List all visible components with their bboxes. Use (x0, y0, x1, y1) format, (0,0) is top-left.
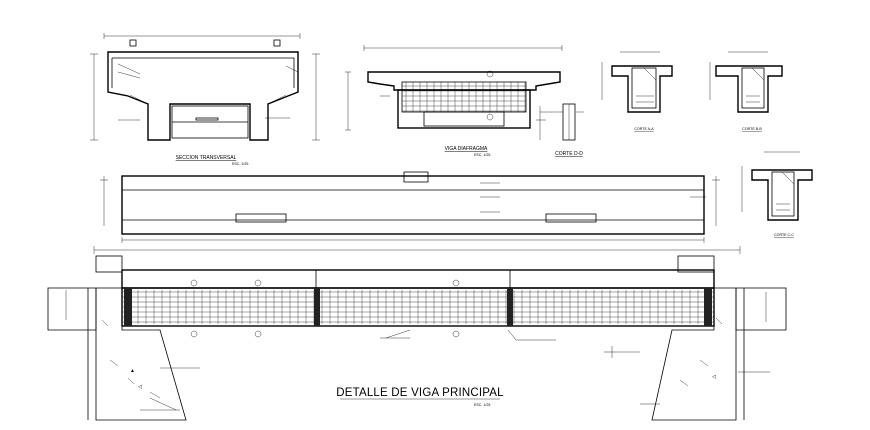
diaphragm-rebar-grid (401, 81, 527, 113)
svg-text:◁: ◁ (138, 384, 142, 390)
section-bb-view: CORTE B-B (709, 51, 783, 131)
left-abutment: ▲ ◁ (47, 287, 200, 421)
main-title: DETALLE DE VIGA PRINCIPAL (336, 387, 504, 399)
section-bb-title: CORTE B-B (742, 127, 762, 131)
svg-text:▲: ▲ (130, 368, 135, 374)
diaphragm-beam-view: VIGA DIAFRAGMA ESC. 1/25 (345, 45, 563, 157)
right-abutment: ◁ (604, 287, 787, 421)
main-scale: ESC. 1/25 (474, 403, 490, 407)
section-cc-title: CORTE C-C (774, 233, 794, 237)
stirrup-cluster-right (704, 288, 712, 326)
main-title-block: DETALLE DE VIGA PRINCIPAL ESC. 1/25 (336, 387, 504, 407)
section-dd-view: CORTE D-D (539, 103, 584, 157)
section-aa-view: CORTE A-A (601, 51, 673, 131)
svg-text:◁: ◁ (712, 374, 716, 380)
main-beam-elevation (93, 246, 741, 341)
section-dd-title: CORTE D-D (555, 151, 583, 157)
cross-section-title: SECCION TRANSVERSAL (176, 155, 237, 161)
stirrup-cluster-mid-left (314, 288, 320, 326)
section-cc-view: CORTE C-C (741, 151, 813, 237)
cross-section-view: SECCION TRANSVERSAL ESC. 1/25 (90, 33, 320, 166)
diaphragm-scale: ESC. 1/25 (474, 153, 490, 157)
main-beam-rebar-grid (122, 290, 714, 324)
cross-section-scale: ESC. 1/25 (232, 162, 248, 166)
stirrup-cluster-mid-right (507, 288, 513, 326)
stirrup-cluster-left (124, 288, 132, 326)
section-aa-title: CORTE A-A (634, 127, 654, 131)
diaphragm-title: VIGA DIAFRAGMA (445, 146, 488, 152)
beam-plan-view (100, 171, 720, 243)
